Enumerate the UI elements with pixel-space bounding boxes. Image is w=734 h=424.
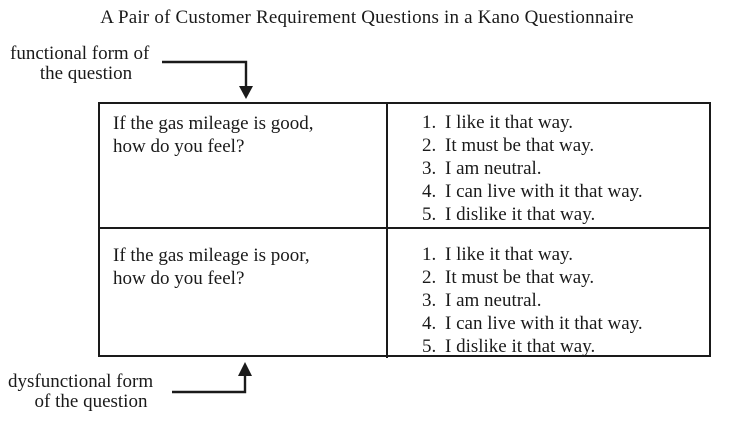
option-number: 3.	[422, 290, 437, 311]
list-item: 3. I am neutral.	[422, 289, 705, 312]
option-number: 3.	[422, 158, 437, 179]
option-text: I can live with it that way.	[445, 181, 643, 202]
functional-question-cell: If the gas mileage is good, how do you f…	[100, 104, 388, 229]
functional-form-label-line2: the question	[39, 63, 133, 84]
list-item: 5. I dislike it that way.	[422, 335, 705, 358]
option-number: 2.	[422, 135, 437, 156]
functional-arrow-down-icon	[162, 60, 253, 99]
list-item: 4. I can live with it that way.	[422, 180, 705, 203]
list-item: 3. I am neutral.	[422, 157, 705, 180]
list-item: 4. I can live with it that way.	[422, 312, 705, 335]
functional-options-cell: 1. I like it that way. 2. It must be that …	[388, 104, 709, 229]
list-item: 1. I like it that way.	[422, 243, 705, 266]
option-text: I am neutral.	[445, 158, 542, 179]
dysfunctional-options-list: 1. I like it that way. 2. It must be that …	[422, 243, 705, 358]
option-number: 2.	[422, 267, 437, 288]
list-item: 2. It must be that way.	[422, 266, 705, 289]
functional-form-label-line1: functional form of	[10, 43, 150, 64]
option-text: It must be that way.	[445, 135, 595, 156]
dysfunctional-form-label: dysfunctional form of the question	[8, 372, 174, 412]
functional-form-label: functional form of the question	[10, 44, 162, 84]
option-number: 1.	[422, 244, 437, 265]
dysfunctional-options-cell: 1. I like it that way. 2. It must be that …	[388, 229, 709, 358]
list-item: 5. I dislike it that way.	[422, 203, 705, 226]
option-number: 1.	[422, 112, 437, 133]
option-number: 5.	[422, 336, 437, 357]
dysfunctional-form-label-line2: of the question	[34, 391, 148, 412]
option-text: I can live with it that way.	[445, 313, 643, 334]
dysfunctional-form-label-line1: dysfunctional form	[8, 371, 154, 392]
option-text: I dislike it that way.	[445, 336, 596, 357]
option-text: I like it that way.	[445, 112, 574, 133]
option-number: 4.	[422, 313, 437, 334]
dysfunctional-question-cell: If the gas mileage is poor, how do you f…	[100, 229, 388, 358]
functional-options-list: 1. I like it that way. 2. It must be that …	[422, 111, 705, 226]
option-text: It must be that way.	[445, 267, 595, 288]
question-table: If the gas mileage is good, how do you f…	[98, 102, 711, 358]
figure-title: A Pair of Customer Requirement Questions…	[100, 7, 634, 28]
list-item: 2. It must be that way.	[422, 134, 705, 157]
option-text: I am neutral.	[445, 290, 542, 311]
option-text: I dislike it that way.	[445, 204, 596, 225]
dysfunctional-arrow-up-icon	[172, 362, 252, 394]
option-text: I like it that way.	[445, 244, 574, 265]
option-number: 5.	[422, 204, 437, 225]
option-number: 4.	[422, 181, 437, 202]
list-item: 1. I like it that way.	[422, 111, 705, 134]
